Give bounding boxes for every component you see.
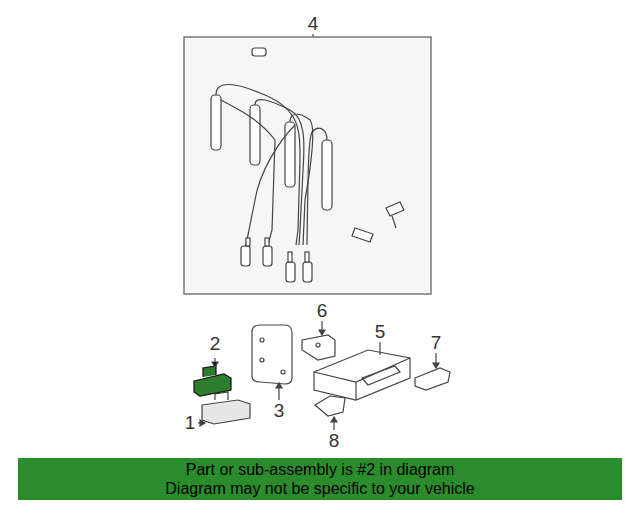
callout-number: 7 bbox=[431, 333, 442, 353]
notice-text: Part or sub-assembly is #2 in diagram bbox=[186, 460, 455, 479]
callout-number: 2 bbox=[210, 334, 221, 354]
callout-number: 3 bbox=[274, 401, 285, 421]
notice-band: Part or sub-assembly is #2 in diagramDia… bbox=[18, 458, 622, 500]
callout-number: 6 bbox=[317, 301, 328, 321]
callout-number: 1 bbox=[185, 413, 196, 433]
notice-text: Diagram may not be specific to your vehi… bbox=[165, 479, 474, 498]
callout-number: 5 bbox=[375, 322, 386, 342]
callout-number: 8 bbox=[329, 431, 340, 451]
callout-number: 4 bbox=[308, 14, 319, 34]
